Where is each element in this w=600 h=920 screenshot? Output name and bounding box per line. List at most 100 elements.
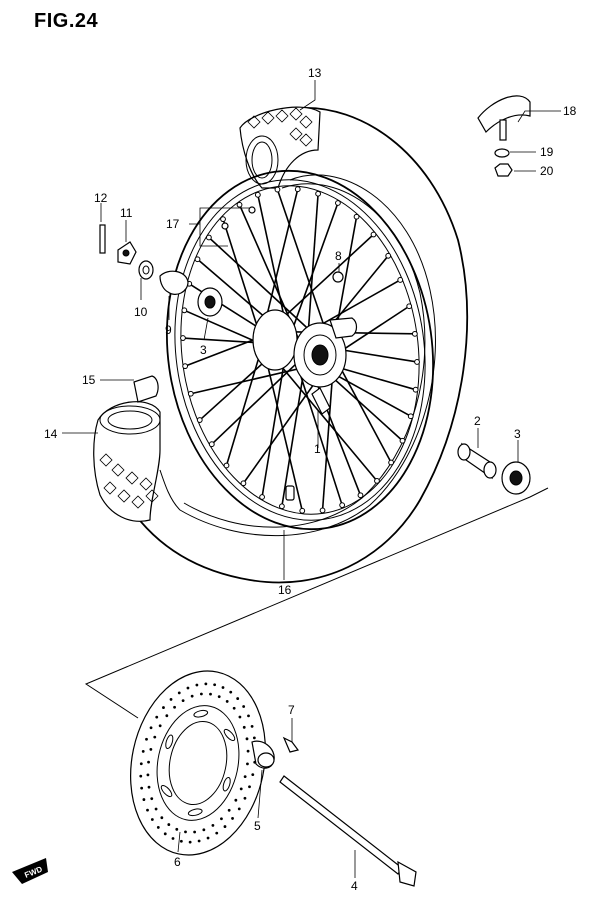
- callout-16: 16: [278, 583, 292, 597]
- spoke-nipple: [240, 480, 247, 487]
- callout-17: 17: [166, 217, 180, 231]
- callout-7: 7: [288, 703, 295, 717]
- bolt-12: [99, 224, 106, 254]
- spoke-nipple: [370, 231, 377, 238]
- spoke-nipple: [187, 390, 194, 397]
- disc-bolt-7: [282, 736, 300, 753]
- spoke-nipple: [315, 190, 322, 197]
- disc-hole: [158, 724, 162, 728]
- spacer-2: [457, 442, 497, 480]
- axle-4: [279, 775, 417, 887]
- spoke-nipple: [259, 494, 265, 500]
- callout-2: 2: [474, 414, 481, 428]
- disc-hole: [238, 715, 242, 719]
- disc-hole: [247, 714, 250, 718]
- spoke-nipple: [205, 234, 212, 241]
- disc-hole: [221, 686, 225, 689]
- spoke: [261, 344, 288, 498]
- bearing-3-right: [501, 461, 531, 495]
- disc-hole: [195, 683, 199, 687]
- callout-9: 9: [165, 323, 172, 337]
- tube-section: [93, 401, 161, 522]
- disc-hole: [171, 837, 175, 840]
- disc-hole: [202, 828, 206, 832]
- spoke-nipple: [385, 252, 392, 259]
- disc-hole: [147, 760, 150, 764]
- disc-hole: [154, 807, 158, 811]
- disc-hole: [246, 749, 250, 753]
- callout-19: 19: [540, 145, 554, 159]
- disc-hole: [184, 830, 187, 834]
- disc-hole: [197, 839, 201, 843]
- disc-hole: [206, 836, 210, 840]
- disc-slot: [222, 776, 231, 792]
- disc-hole: [193, 830, 197, 834]
- spoke-nipple: [220, 216, 226, 223]
- tire: [124, 107, 469, 584]
- disc-hole: [243, 775, 247, 778]
- disc-slot: [193, 709, 209, 718]
- callout-15: 15: [82, 373, 96, 387]
- disc-hole: [169, 698, 173, 701]
- disc-hole: [215, 831, 219, 835]
- spoke-nipple: [374, 477, 380, 484]
- spoke-nipple: [319, 507, 326, 514]
- spoke-nipple: [180, 335, 186, 341]
- disc-hole: [186, 686, 190, 690]
- disc-hole: [163, 832, 167, 836]
- disc-hole: [250, 725, 254, 728]
- disc-hole: [190, 694, 194, 698]
- disc-hole: [232, 706, 236, 710]
- nut-11: [117, 241, 137, 265]
- spoke-nipple: [335, 200, 341, 206]
- disc-slot: [160, 785, 173, 798]
- disc-hole: [242, 705, 246, 708]
- disc-hole: [243, 796, 247, 800]
- callout-20: 20: [540, 164, 554, 178]
- spoke: [286, 202, 339, 345]
- callout-14: 14: [44, 427, 58, 441]
- valve-stem-18: [477, 95, 531, 141]
- disc-hole: [146, 808, 149, 812]
- disc-hole: [177, 691, 181, 695]
- spoke-nipple: [406, 303, 413, 310]
- collar-9: [159, 270, 189, 295]
- spoke-nipple: [236, 201, 243, 208]
- disc-hole: [229, 690, 233, 694]
- disc-hole: [242, 725, 246, 729]
- disc-hole: [179, 839, 183, 843]
- disc-hole: [220, 817, 223, 821]
- callout-3-left: 3: [200, 343, 207, 357]
- spoke-nipple: [411, 330, 418, 337]
- spoke-nipple: [182, 363, 189, 370]
- disc-hole: [181, 699, 185, 703]
- washer-19: [494, 148, 510, 158]
- disc-hole: [251, 773, 255, 777]
- callout-4: 4: [351, 879, 358, 893]
- disc-hole: [139, 762, 143, 766]
- nut-20: [494, 163, 513, 177]
- disc-hole: [139, 774, 143, 778]
- axle-collar-5: [251, 740, 275, 769]
- spoke-nipple: [399, 437, 406, 444]
- disc-slot: [223, 728, 236, 741]
- disc-hole: [150, 818, 154, 821]
- disc-hole: [149, 726, 153, 730]
- disc-hole: [153, 735, 157, 739]
- callout-5: 5: [254, 819, 261, 833]
- callout-3-right: 3: [514, 427, 521, 441]
- callout-labels: 13 18 19 20 12 11 17 8 10 9 3 15 14 2 3 …: [44, 66, 577, 893]
- disc-hole: [236, 697, 240, 700]
- spoke-nipple: [196, 417, 203, 423]
- disc-holes: [139, 682, 257, 844]
- disc-hole: [156, 826, 160, 829]
- spoke-nipple: [353, 213, 360, 220]
- disc-hole: [231, 817, 234, 820]
- disc-hole: [204, 682, 208, 686]
- spoke-nipple: [208, 441, 215, 448]
- disc-hole: [239, 787, 243, 791]
- figure-title: FIG.24: [34, 10, 99, 32]
- spoke-nipple: [294, 186, 301, 193]
- disc-hole: [175, 827, 179, 831]
